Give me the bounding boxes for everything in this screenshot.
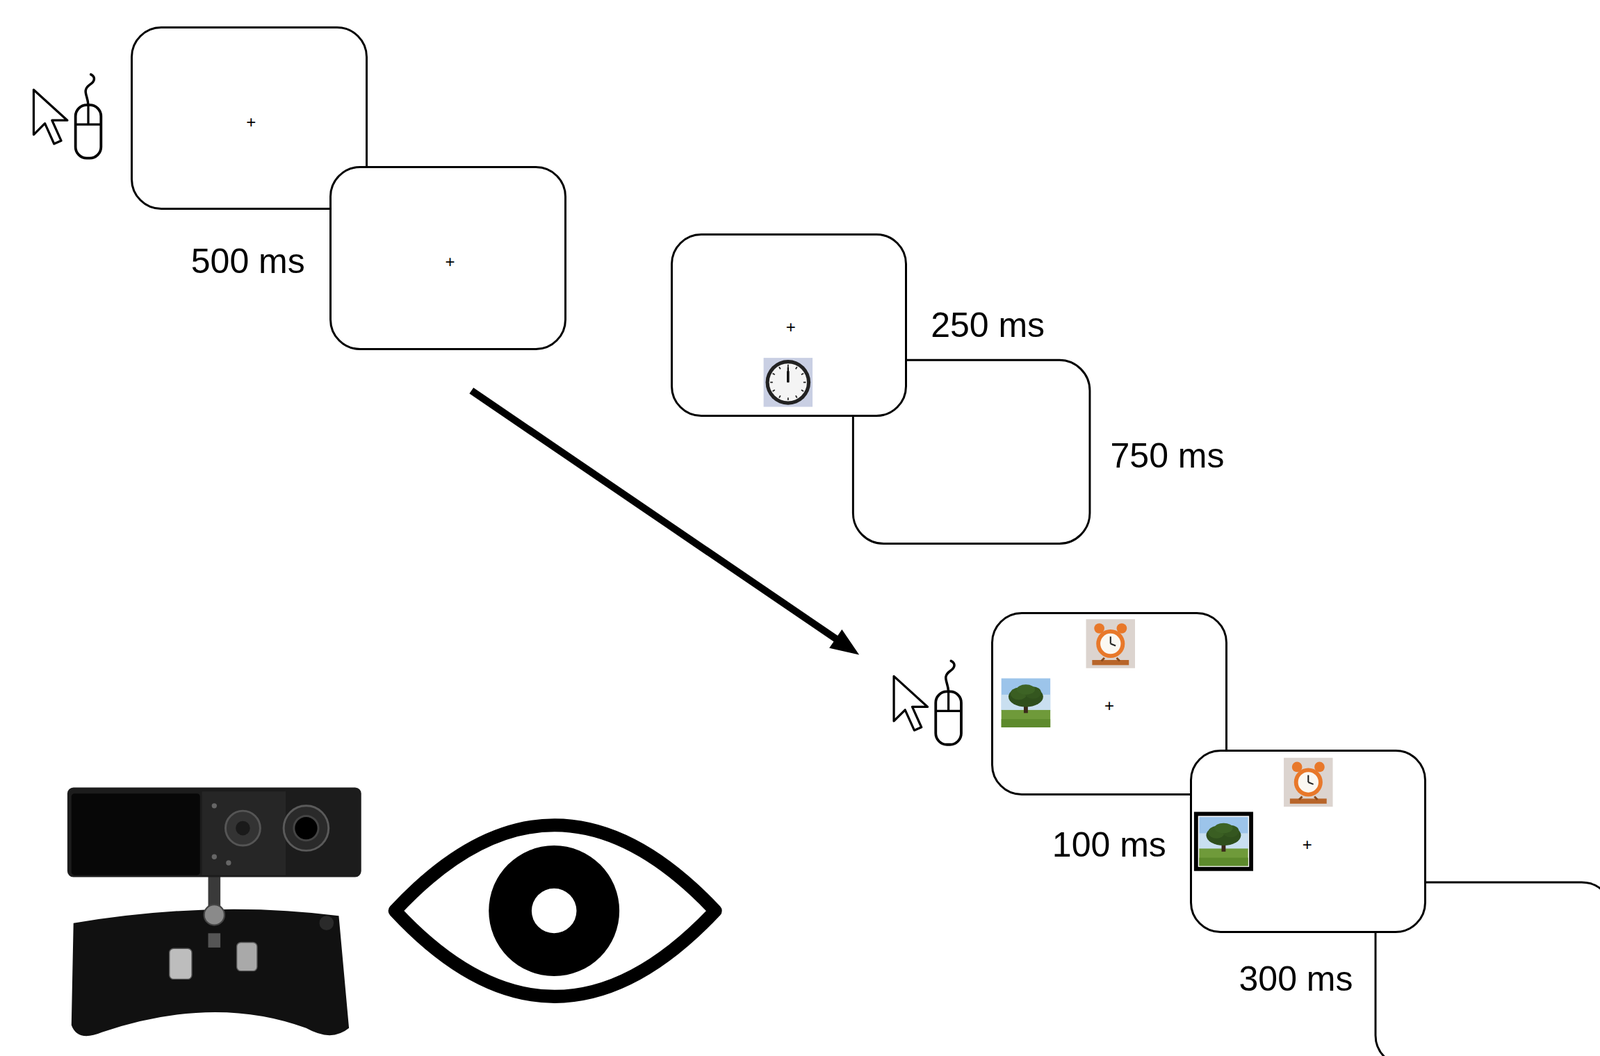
duration-label: 750 ms xyxy=(1110,437,1225,476)
screen-frame: + xyxy=(130,26,368,210)
wall-clock-picture xyxy=(763,357,812,407)
sequence-arrow xyxy=(471,390,860,655)
fixation-cross: + xyxy=(786,319,796,336)
fixation-cross: + xyxy=(1302,836,1313,854)
mouse-icon xyxy=(893,660,962,745)
duration-label: 500 ms xyxy=(191,241,306,281)
duration-label: 250 ms xyxy=(930,306,1045,345)
alarm-clock-picture xyxy=(1085,619,1135,668)
highlight-frame xyxy=(1196,814,1252,870)
eye-tracker xyxy=(67,787,362,1037)
duration-label: 300 ms xyxy=(1239,960,1354,999)
fixation-cross: + xyxy=(246,113,256,131)
eye-icon xyxy=(394,825,716,998)
fixation-cross: + xyxy=(444,253,455,271)
tree-picture xyxy=(1000,678,1050,728)
mouse-icon xyxy=(33,74,101,158)
fixation-cross: + xyxy=(1104,697,1115,715)
duration-label: 100 ms xyxy=(1052,825,1167,864)
screen-frame: + xyxy=(670,233,908,418)
screen-frame: + xyxy=(1189,749,1427,934)
screen-frame: + xyxy=(329,166,567,350)
tree-picture xyxy=(1198,817,1248,867)
alarm-clock-picture xyxy=(1283,758,1333,807)
